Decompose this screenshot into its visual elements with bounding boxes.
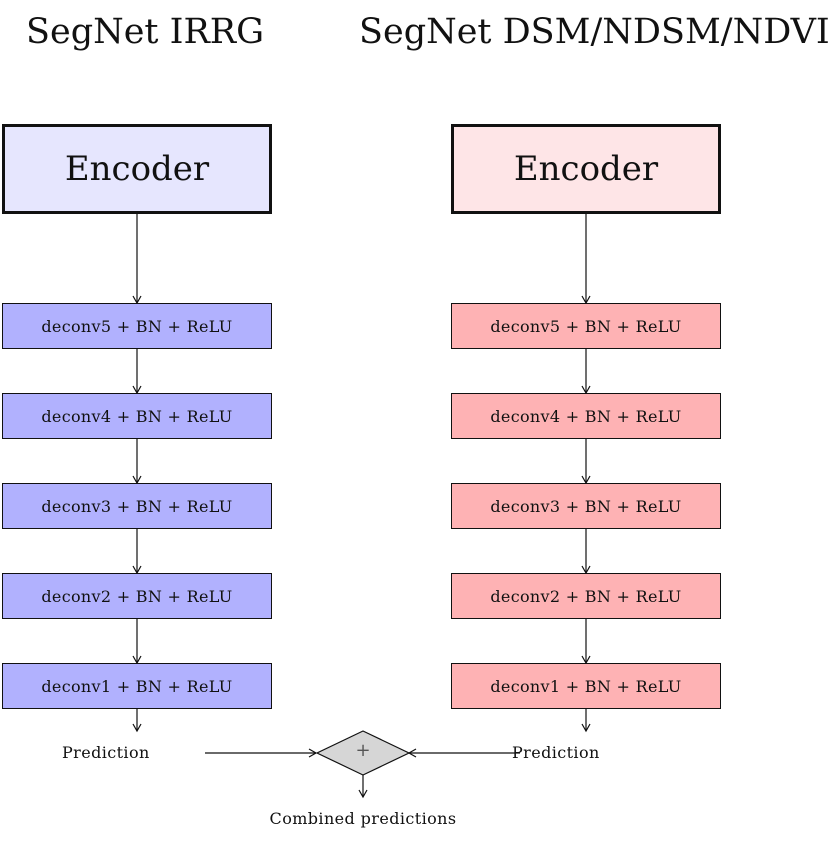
left-prediction-label: Prediction xyxy=(62,743,150,762)
right-deconv5-block: deconv5 + BN + ReLU xyxy=(451,303,721,349)
left-encoder-block: Encoder xyxy=(2,124,272,214)
right-deconv1-block: deconv1 + BN + ReLU xyxy=(451,663,721,709)
right-prediction-label: Prediction xyxy=(512,743,600,762)
left-deconv3-block: deconv3 + BN + ReLU xyxy=(2,483,272,529)
combiner-symbol: + xyxy=(355,740,371,761)
right-deconv3-block: deconv3 + BN + ReLU xyxy=(451,483,721,529)
left-deconv5-block: deconv5 + BN + ReLU xyxy=(2,303,272,349)
right-encoder-block: Encoder xyxy=(451,124,721,214)
right-deconv2-block: deconv2 + BN + ReLU xyxy=(451,573,721,619)
left-deconv4-block: deconv4 + BN + ReLU xyxy=(2,393,272,439)
right-deconv4-block: deconv4 + BN + ReLU xyxy=(451,393,721,439)
right-network-title: SegNet DSM/NDSM/NDVI xyxy=(359,12,830,52)
combined-predictions-label: Combined predictions xyxy=(269,809,457,828)
left-deconv2-block: deconv2 + BN + ReLU xyxy=(2,573,272,619)
left-network-title: SegNet IRRG xyxy=(26,12,265,52)
left-deconv1-block: deconv1 + BN + ReLU xyxy=(2,663,272,709)
